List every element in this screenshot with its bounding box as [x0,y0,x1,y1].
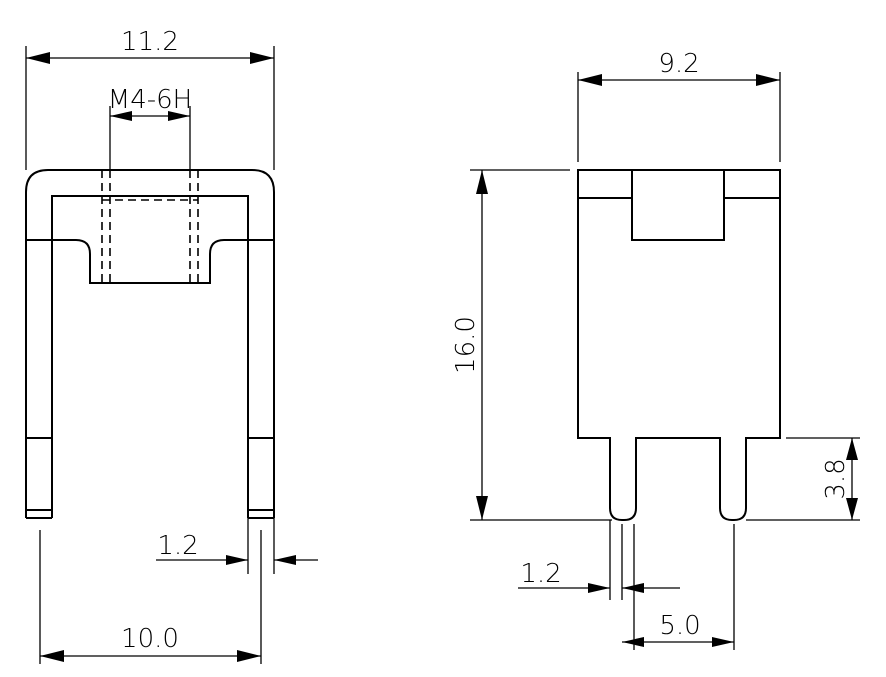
dim-side-width: 9.2 [577,49,781,162]
dim-thread: M4-6H [108,85,192,170]
dim-lead-spacing-label: 10.0 [121,624,179,654]
dim-pin-length: 3.8 [746,437,860,521]
front-outer-outline [25,169,275,518]
front-view [25,169,275,519]
side-body-outline [577,169,781,521]
dim-front-width-label: 11.2 [121,27,179,57]
dim-side-width-label: 9.2 [658,49,699,79]
dim-height: 16.0 [451,169,612,521]
front-insert-outline [26,239,274,284]
dim-pin-pitch: 5.0 [622,524,735,650]
dim-pin-thickness: 1.2 [518,520,680,600]
dim-lead-thickness: 1.2 [156,518,318,574]
thread-hidden-lines [101,170,199,283]
side-boss [631,170,725,241]
dim-lead-spacing: 10.0 [39,530,262,664]
dim-pin-length-label: 3.8 [821,458,851,499]
side-view [577,169,781,521]
front-lead-bands [26,437,274,519]
dim-pin-thickness-label: 1.2 [520,559,561,589]
dim-thread-label: M4-6H [108,85,192,115]
dim-pin-pitch-label: 5.0 [659,611,700,641]
front-inner-outline [51,195,249,518]
dim-lead-thickness-label: 1.2 [157,531,198,561]
dim-height-label: 16.0 [451,316,481,374]
dim-front-width: 11.2 [25,27,275,170]
